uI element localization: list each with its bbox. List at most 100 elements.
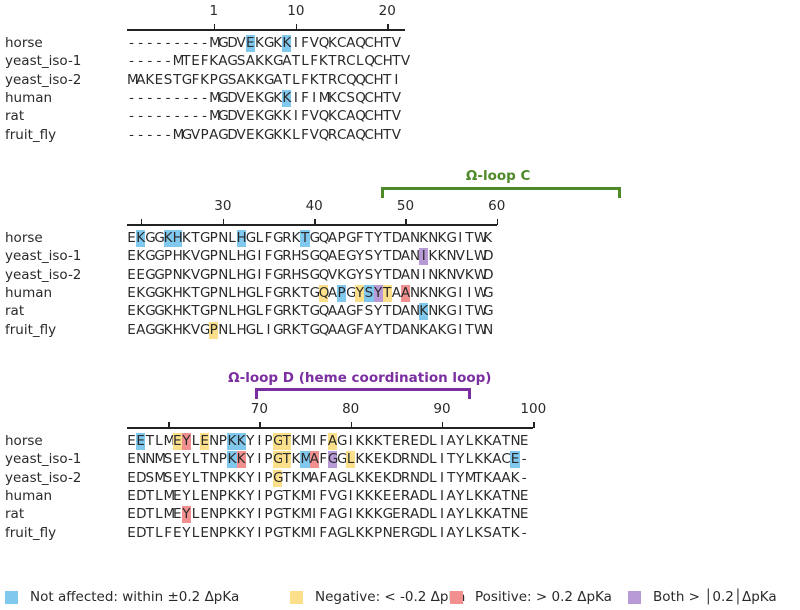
residue: Y — [373, 248, 383, 265]
residue: Y — [373, 266, 383, 283]
residue: A — [446, 433, 456, 449]
residue: K — [474, 506, 483, 523]
residue: F — [319, 451, 328, 468]
residue: T — [383, 303, 392, 320]
residue: T — [182, 53, 191, 70]
residue: N — [510, 506, 521, 523]
residue: K — [245, 71, 255, 88]
residue: F — [191, 71, 200, 88]
residue: K — [227, 487, 237, 504]
residue: I — [257, 451, 262, 468]
residue: P — [209, 230, 218, 246]
residue: T — [282, 524, 291, 541]
residue: K — [382, 469, 392, 486]
residue: H — [382, 53, 393, 70]
residue: N — [382, 524, 393, 541]
residue: I — [266, 321, 271, 338]
residue: M — [209, 89, 221, 106]
residue: L — [429, 524, 437, 541]
residue: I — [257, 487, 262, 504]
residue: Q — [346, 71, 357, 88]
residue: A — [327, 469, 338, 486]
residue: K — [282, 108, 292, 125]
residue: M — [300, 451, 313, 469]
residue: Q — [318, 248, 330, 265]
residue: V — [190, 266, 201, 283]
residue: P — [218, 506, 227, 523]
residue: K — [291, 321, 301, 338]
residue: E — [245, 126, 255, 143]
residue: K — [510, 469, 520, 486]
residue: M — [300, 487, 313, 504]
residue: P — [209, 266, 218, 283]
residue: F — [301, 71, 309, 88]
residue: A — [245, 53, 255, 70]
residue: E — [382, 487, 392, 504]
residue: G — [273, 469, 284, 487]
residue: K — [163, 321, 173, 338]
residue: - — [202, 108, 208, 125]
residue: D — [391, 303, 403, 320]
residue: - — [129, 108, 134, 125]
residue: K — [291, 284, 301, 301]
residue: S — [346, 89, 355, 106]
residue: V — [190, 126, 201, 143]
residue: T — [383, 230, 392, 246]
ruler-tick — [259, 422, 261, 428]
residue: T — [465, 303, 474, 320]
residue: L — [191, 506, 200, 523]
legend-swatch-both — [628, 590, 641, 604]
residue: N — [428, 303, 439, 320]
residue: H — [172, 284, 183, 301]
residue: H — [172, 248, 183, 265]
ruler-tick — [168, 422, 170, 428]
residue: G — [382, 506, 394, 523]
ruler-number: 70 — [250, 401, 268, 417]
residue: K — [264, 53, 273, 70]
residue: G — [273, 53, 284, 70]
residue: P — [264, 469, 273, 486]
residue: L — [465, 487, 474, 504]
residue: R — [400, 469, 411, 486]
residue: L — [301, 53, 309, 70]
residue: N — [136, 451, 147, 468]
residue: I — [312, 433, 317, 449]
residue: E — [191, 53, 200, 70]
residue: L — [255, 303, 264, 320]
residue: L — [191, 487, 200, 504]
residue: S — [163, 451, 173, 468]
residue: L — [346, 469, 355, 486]
residue: G — [154, 230, 165, 246]
residue: L — [255, 284, 264, 301]
residue: G — [309, 284, 321, 301]
residue: A — [492, 487, 502, 504]
residue: G — [309, 230, 321, 246]
residue: V — [236, 108, 246, 125]
residue: N — [209, 469, 220, 486]
residue: G — [200, 303, 211, 320]
residue: N — [209, 433, 220, 449]
ruler-tick — [496, 219, 499, 225]
residue: T — [191, 303, 200, 320]
residue: G — [346, 321, 357, 338]
residue: G — [273, 321, 284, 338]
residue: L — [465, 248, 474, 265]
residue: - — [183, 89, 189, 106]
residue: W — [473, 303, 488, 320]
residue: H — [373, 126, 384, 143]
species-label: horse — [5, 433, 43, 449]
residue: Y — [181, 433, 191, 450]
residue: V — [327, 266, 338, 283]
residue: E — [127, 469, 136, 486]
residue: D — [419, 524, 430, 541]
residue: V — [391, 108, 402, 125]
legend-swatch-negative — [290, 590, 303, 604]
residue: E — [127, 303, 136, 320]
residue: C — [364, 89, 374, 106]
legend-text: Both > │0.2│ΔpKa — [653, 589, 777, 605]
residue: A — [218, 53, 228, 70]
residue: Y — [246, 506, 255, 523]
residue: T — [383, 89, 392, 106]
